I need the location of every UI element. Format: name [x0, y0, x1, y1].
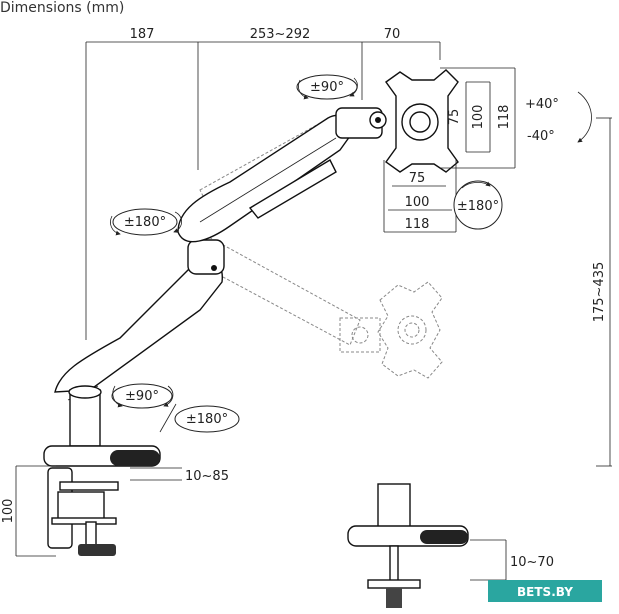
dim-vertical-range: 175~435: [592, 262, 607, 323]
svg-text:BETS.BY: BETS.BY: [517, 585, 573, 599]
upper-arm: [177, 114, 353, 243]
elbow-joint: [187, 239, 225, 275]
dim-vesa-h75: 75: [409, 171, 426, 186]
base-swivel-label: ±90°: [125, 389, 159, 404]
clamp-mount: [43, 385, 161, 556]
vesa-horizontal-dims: [383, 160, 457, 233]
diagram-title: Dimensions (mm): [0, 0, 124, 16]
elbow-rotate-label: ±180°: [124, 215, 166, 230]
dim-vesa-h118: 118: [405, 217, 430, 232]
vesa-vertical-dims: [440, 67, 516, 169]
plate-rotate-badge: [453, 180, 503, 230]
vertical-range-dim: [596, 117, 612, 467]
head-joint: [335, 107, 387, 139]
head-swivel-badge: [296, 74, 358, 100]
dim-vesa-v100: 100: [471, 105, 486, 130]
lower-arm: [54, 258, 223, 401]
dim-clamp-thickness: 10~85: [185, 469, 229, 484]
top-dimension-lines: [85, 41, 441, 340]
base-rotate-badge: [159, 403, 240, 433]
tilt-up-label: +40°: [525, 97, 559, 112]
dim-vesa-v118: 118: [497, 105, 512, 130]
grommet-mount: [347, 483, 469, 608]
dim-grommet-thickness: 10~70: [510, 555, 554, 570]
plate-rotate-label: ±180°: [457, 199, 499, 214]
dim-reach-head: 70: [384, 27, 401, 42]
vesa-plate: [385, 69, 459, 173]
dim-reach-base: 187: [130, 27, 155, 42]
dim-reach-arm: 253~292: [250, 27, 311, 42]
grommet-dims: [470, 539, 507, 581]
dim-clamp-height: 100: [1, 499, 16, 524]
base-swivel-badge: [111, 383, 174, 409]
dim-vesa-v75: 75: [447, 109, 462, 126]
head-swivel-label: ±90°: [310, 80, 344, 95]
elbow-rotate-badge: [110, 208, 183, 236]
watermark: BETS.BY: [488, 580, 602, 602]
dim-vesa-h100: 100: [405, 195, 430, 210]
tilt-down-label: -40°: [527, 129, 555, 144]
ghost-arm-position: [194, 234, 443, 379]
tilt-arrow: [577, 91, 592, 143]
clamp-dims: [15, 465, 182, 557]
base-rotate-label: ±180°: [186, 412, 228, 427]
